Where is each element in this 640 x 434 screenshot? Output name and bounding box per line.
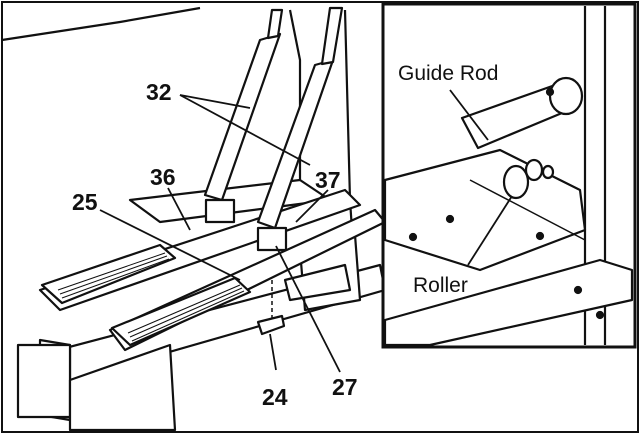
label-25: 25	[72, 189, 98, 215]
inset-drawing	[383, 6, 634, 347]
center-bracket	[283, 263, 352, 302]
roller-hub	[524, 158, 544, 182]
label-24: 24	[262, 384, 288, 410]
leader-roller	[467, 195, 513, 266]
leader-27	[275, 245, 341, 373]
base-foot	[16, 343, 72, 419]
main-drawing	[1, 6, 387, 432]
right-shock-rod	[320, 6, 344, 66]
right-pedal	[110, 276, 252, 347]
base-crossbar	[68, 343, 177, 432]
left-shock-bracket	[204, 198, 236, 224]
inset-panel: Guide Rod Roller	[381, 2, 637, 349]
pin-knob	[256, 314, 286, 336]
label-roller: Roller	[413, 274, 468, 297]
left-pedal-tread	[57, 252, 170, 299]
leader-guide-rod	[449, 89, 489, 141]
guide-rod-end	[548, 76, 584, 116]
leader-25	[99, 209, 241, 281]
label-guide-rod: Guide Rod	[398, 62, 498, 85]
inset-base	[383, 258, 634, 347]
inset-leaders	[449, 89, 513, 266]
label-37: 37	[315, 167, 341, 193]
leader-32-a	[179, 94, 251, 109]
left-shock-rod	[266, 8, 284, 40]
label-27: 27	[332, 374, 358, 400]
leader-24	[269, 333, 277, 371]
leader-37	[295, 189, 329, 223]
roller-wheel	[502, 164, 530, 200]
frame-back-line	[1, 6, 201, 42]
leader-36	[167, 187, 191, 231]
right-shock-bracket	[256, 226, 288, 252]
leader-32-b	[179, 94, 311, 166]
label-32: 32	[146, 79, 172, 105]
leader-lines	[99, 94, 341, 373]
right-pedal-tread	[127, 284, 245, 342]
label-36: 36	[150, 164, 176, 190]
